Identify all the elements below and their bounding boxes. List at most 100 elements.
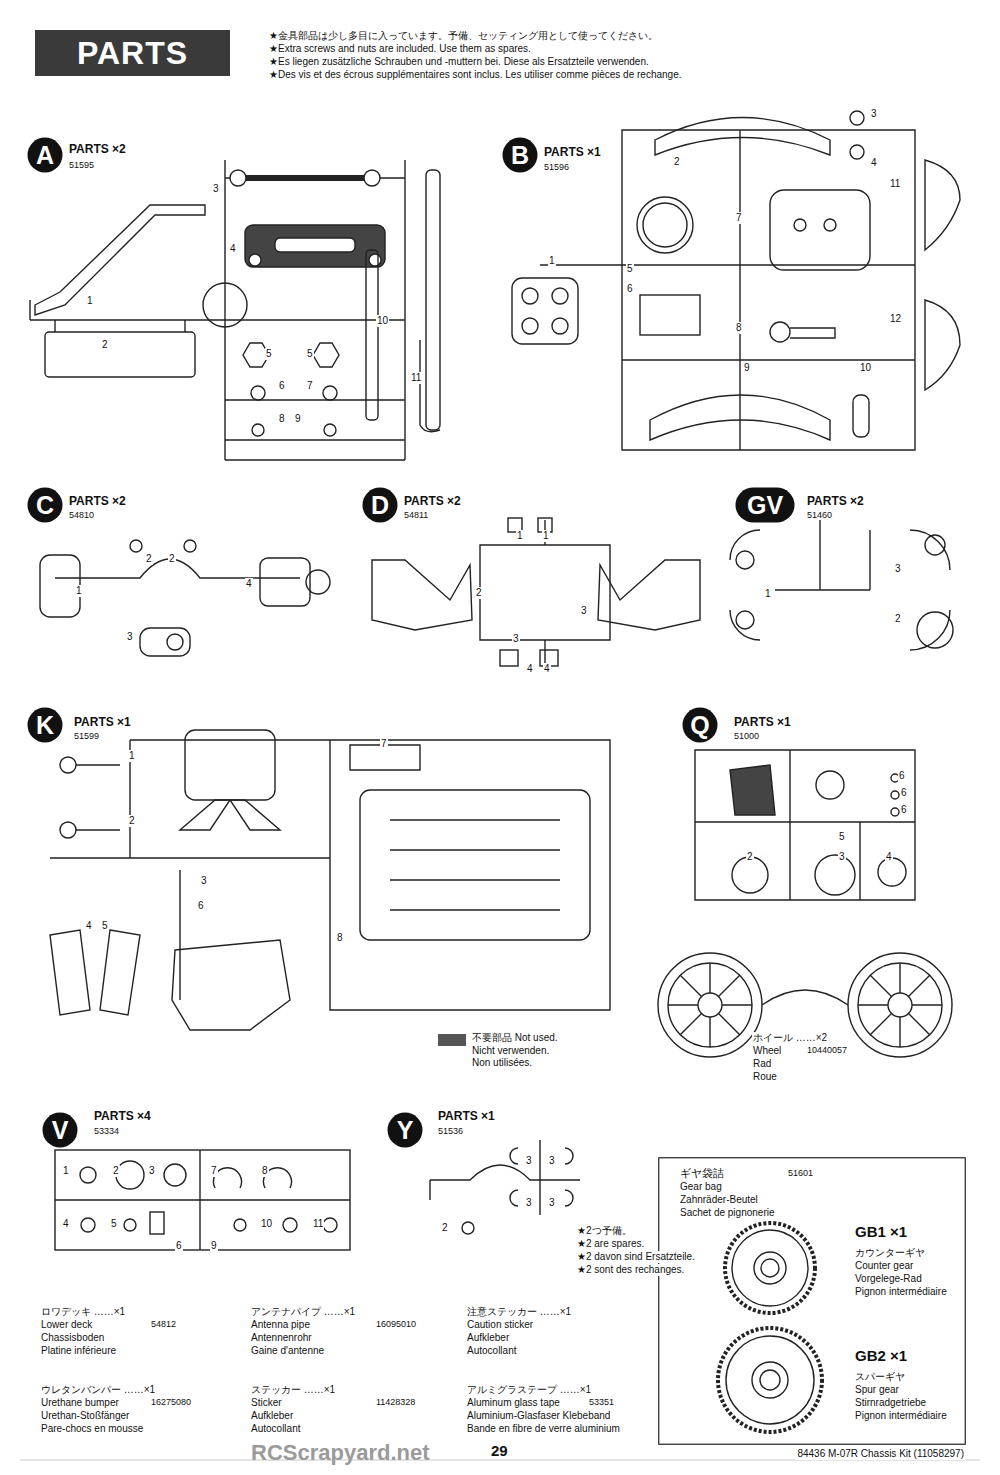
callout-number: 6 xyxy=(626,283,634,295)
gear-bag-text: スパーギヤ xyxy=(855,1371,905,1383)
sheet-letter: K xyxy=(27,707,63,743)
part-label: Pare-chocs en mousse xyxy=(40,1423,144,1435)
sheet-letter-text: A xyxy=(36,141,54,170)
callout-number: 11 xyxy=(410,372,422,384)
legend-item: 不要部品 Not used. Nicht verwenden. Non util… xyxy=(438,1032,562,1070)
callout-number: 4 xyxy=(870,157,878,169)
part-label: 10440057 xyxy=(806,1045,848,1055)
sheet-letter-text: K xyxy=(36,711,54,740)
callout-number: 4 xyxy=(245,578,253,590)
callout-number: 2 xyxy=(441,1222,449,1234)
part-label: 84436 M-07R Chassis Kit (11058297) xyxy=(796,1448,965,1460)
part-label: 51460 xyxy=(806,510,833,520)
sheet-letter-text: Y xyxy=(397,1116,414,1145)
part-label: Platine inférieure xyxy=(40,1345,117,1357)
watermark: RCScrapyard.net xyxy=(250,1440,431,1465)
callout-number: 6 xyxy=(898,770,906,782)
callout-number: 9 xyxy=(210,1240,218,1252)
part-label: Autocollant xyxy=(466,1345,517,1357)
part-label: PARTS ×4 xyxy=(93,1110,152,1124)
callout-number: 7 xyxy=(306,380,314,392)
gear-bag-text: GB1 ×1 xyxy=(855,1223,907,1240)
callout-number: 4 xyxy=(543,663,551,675)
callout-number: 2 xyxy=(673,156,681,168)
part-label: PARTS ×1 xyxy=(543,146,602,160)
sheet-letter-text: B xyxy=(511,141,529,170)
gear-bag-text: Pignon intermédiaire xyxy=(855,1286,947,1298)
gear-bag-text: Vorgelege-Rad xyxy=(855,1273,922,1285)
callout-number: 12 xyxy=(889,313,902,325)
callout-number: 8 xyxy=(278,413,286,425)
part-label: 54810 xyxy=(68,510,95,520)
gear-bag-text: Sachet de pignonerie xyxy=(680,1207,775,1219)
callout-number: 2 xyxy=(112,1165,120,1177)
sheet-letter-text: D xyxy=(371,491,389,520)
callout-number: 5 xyxy=(626,263,634,275)
callout-number: 6 xyxy=(900,804,908,816)
sheet-letter: D xyxy=(362,487,398,523)
part-label: 54811 xyxy=(403,510,429,520)
part-label: ★2 are spares. xyxy=(576,1238,645,1250)
callout-number: 10 xyxy=(859,362,872,374)
part-label: Bande en fibre de verre aluminium xyxy=(466,1423,621,1435)
part-label: Gaine d'antenne xyxy=(250,1345,325,1357)
gear-bag-text: Stirnradgetriebe xyxy=(855,1397,926,1409)
part-label: ★2つ予備。 xyxy=(576,1225,633,1237)
sheet-letter-text: C xyxy=(36,491,54,520)
sheet-letter-text: V xyxy=(52,1116,69,1145)
callout-number: 2 xyxy=(145,553,153,565)
callout-number: 2 xyxy=(475,587,483,599)
callout-number: 10 xyxy=(376,315,389,327)
callout-number: 9 xyxy=(294,413,302,425)
part-label: Aufkleber xyxy=(466,1332,510,1344)
callout-number: 3 xyxy=(212,183,220,195)
callout-number: 7 xyxy=(380,738,388,750)
part-label: アンテナパイプ ……×1 xyxy=(250,1306,356,1318)
callout-number: 3 xyxy=(148,1165,156,1177)
part-label: Autocollant xyxy=(250,1423,301,1435)
part-label: 54812 xyxy=(150,1319,177,1329)
callout-number: 2 xyxy=(168,553,176,565)
part-label: PARTS ×1 xyxy=(73,716,132,730)
part-label: 51599 xyxy=(73,731,100,741)
callout-number: 10 xyxy=(260,1218,273,1230)
sheet-letter: Y xyxy=(387,1112,423,1148)
gear-bag-text: Zahnräder-Beutel xyxy=(680,1194,758,1206)
callout-number: 5 xyxy=(838,831,846,843)
part-label: ★Des vis et des écrous supplémentaires s… xyxy=(268,69,683,81)
callout-number: 8 xyxy=(735,322,743,334)
part-label: ウレタンバンパー ……×1 xyxy=(40,1384,156,1396)
part-label: Sticker xyxy=(250,1397,283,1409)
callout-number: 4 xyxy=(526,663,534,675)
callout-number: 3 xyxy=(200,875,208,887)
part-label: Chassisboden xyxy=(40,1332,105,1344)
part-label: Urethan-Stoßfänger xyxy=(40,1410,130,1422)
part-label: ★Extra screws and nuts are included. Use… xyxy=(268,43,532,55)
callout-number: 1 xyxy=(548,255,556,267)
callout-number: 4 xyxy=(62,1218,70,1230)
callout-number: 3 xyxy=(548,1197,556,1209)
callout-number: 8 xyxy=(261,1165,269,1177)
callout-number: 5 xyxy=(101,920,109,932)
part-label: ★2 sont des rechanges. xyxy=(576,1264,685,1276)
part-label: 16095010 xyxy=(375,1319,417,1329)
part-label: ホイール ……×2 xyxy=(752,1032,828,1044)
legend-swatch xyxy=(438,1034,466,1046)
part-label: Antennenrohr xyxy=(250,1332,313,1344)
callout-number: 2 xyxy=(101,339,109,351)
part-label: ★金具部品は少し多目に入っています。予備、セッティング用として使ってください。 xyxy=(268,30,659,42)
callout-number: 1 xyxy=(128,750,136,762)
part-label: Aluminium-Glasfaser Klebeband xyxy=(466,1410,611,1422)
callout-number: 4 xyxy=(885,851,893,863)
callout-number: 3 xyxy=(870,108,878,120)
part-label: PARTS ×2 xyxy=(68,495,127,509)
callout-number: 1 xyxy=(542,530,550,542)
gear-bag-text: Spur gear xyxy=(855,1384,899,1396)
callout-number: 2 xyxy=(746,851,754,863)
part-label: ロワデッキ ……×1 xyxy=(40,1306,126,1318)
callout-number: 2 xyxy=(894,613,902,625)
callout-number: 3 xyxy=(512,633,520,645)
legend-text: 不要部品 Not used. Nicht verwenden. Non util… xyxy=(472,1032,562,1070)
callout-number: 7 xyxy=(735,212,743,224)
part-label: 11428328 xyxy=(375,1397,416,1407)
